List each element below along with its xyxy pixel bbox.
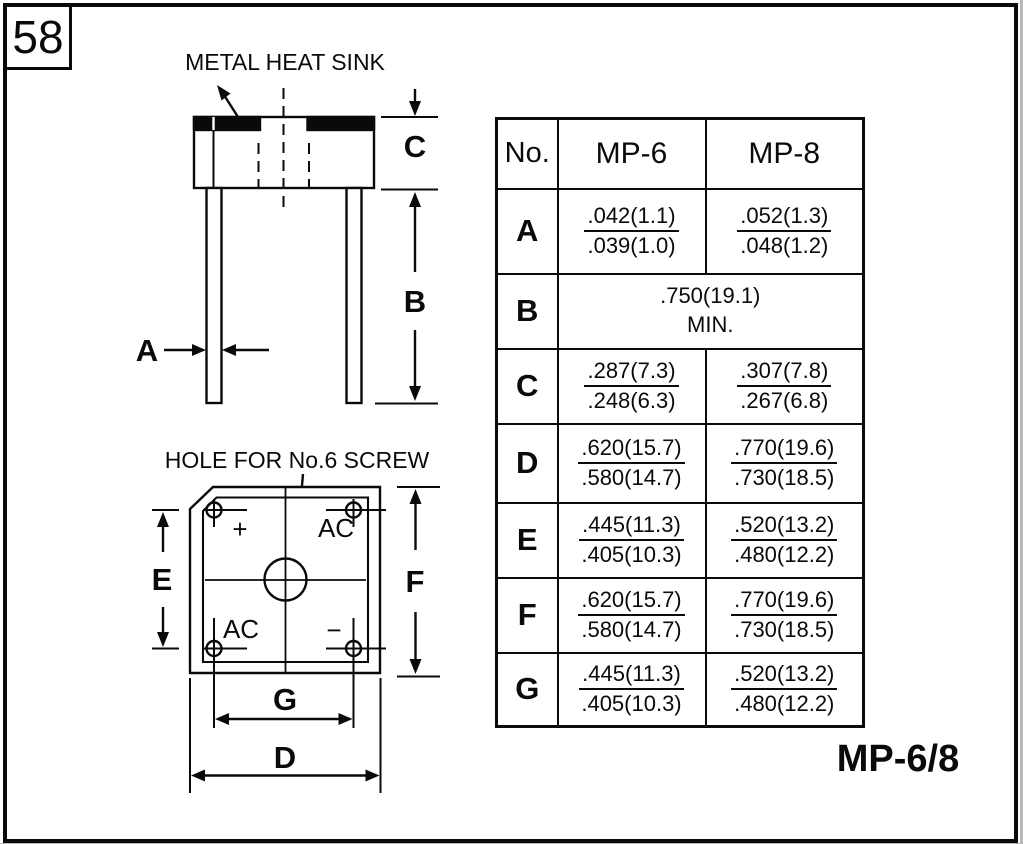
dim-a: A <box>136 333 269 368</box>
table-row: A .042(1.1).039(1.0) .052(1.3).048(1.2) <box>495 187 865 275</box>
dimension-table: No. MP-6 MP-8 A .042(1.1).039(1.0) .052(… <box>495 117 865 728</box>
table-row: E .445(11.3).405(10.3) .520(13.2).480(12… <box>495 501 865 579</box>
pin-bottom-right <box>326 618 386 728</box>
pin-label-ac-bottom: AC <box>223 614 259 644</box>
bottom-view-geometry: HOLE FOR No.6 SCREW <box>152 447 440 793</box>
dim-g: G <box>215 682 353 725</box>
dim-value: .750(19.1) MIN. <box>556 272 865 350</box>
dim-value: .445(11.3).405(10.3) <box>579 661 684 717</box>
package-name: MP-6/8 <box>836 738 960 780</box>
row-label: D <box>495 422 559 504</box>
lead-right <box>345 186 363 405</box>
dim-d-label: D <box>274 740 296 775</box>
dim-b-label: B <box>404 284 426 319</box>
side-view-geometry: METAL HEAT SINK A <box>136 49 438 405</box>
dim-value: .620(15.7).580(14.7) <box>578 587 685 643</box>
dim-a-label: A <box>136 333 158 368</box>
dim-value: .520(13.2).480(12.2) <box>731 661 838 717</box>
dim-g-label: G <box>273 682 297 717</box>
side-view-drawing: METAL HEAT SINK A <box>136 49 438 405</box>
row-label: G <box>495 651 559 728</box>
row-label: A <box>495 187 559 275</box>
dim-value: .287(7.3).248(6.3) <box>584 358 679 414</box>
dim-value: .520(13.2).480(12.2) <box>731 512 838 568</box>
row-label: C <box>495 347 559 425</box>
dim-f: F <box>397 486 440 678</box>
dim-value: .770(19.6).730(18.5) <box>731 587 838 643</box>
pin-label-plus: + <box>232 514 247 544</box>
table-row: B .750(19.1) MIN. <box>495 272 865 350</box>
page-number-box: 58 <box>7 7 72 70</box>
dim-b: B <box>375 188 438 405</box>
heat-sink-strip-left <box>192 115 262 132</box>
lead-left <box>205 186 223 405</box>
row-label: E <box>495 501 559 579</box>
row-label: F <box>495 576 559 654</box>
col-header-no: No. <box>495 117 559 190</box>
col-header-mp6: MP-6 <box>556 117 707 190</box>
dim-e: E <box>152 509 179 650</box>
center-lines <box>257 88 310 207</box>
page-number: 58 <box>12 11 64 63</box>
dim-value: .445(11.3).405(10.3) <box>579 512 684 568</box>
pin-label-ac-top: AC <box>318 513 354 543</box>
dim-f-label: F <box>406 564 425 599</box>
dim-value: .042(1.1).039(1.0) <box>584 203 679 259</box>
dim-value: .307(7.8).267(6.8) <box>737 358 832 414</box>
heat-sink-strip-right <box>306 115 376 132</box>
screw-hole <box>263 557 308 602</box>
dim-value: .620(15.7).580(14.7) <box>578 435 685 491</box>
pin-label-minus: − <box>326 615 341 645</box>
table-row: C .287(7.3).248(6.3) .307(7.8).267(6.8) <box>495 347 865 425</box>
pin-bottom-left <box>203 618 247 728</box>
dim-value: .052(1.3).048(1.2) <box>737 203 832 259</box>
pin-top-left <box>203 499 247 527</box>
dim-c-label: C <box>404 129 426 164</box>
heat-sink-leader-arrow <box>217 85 240 118</box>
row-label: B <box>495 272 559 350</box>
table-row: F .620(15.7).580(14.7) .770(19.6).730(18… <box>495 576 865 654</box>
heat-sink-caption: METAL HEAT SINK <box>185 49 385 75</box>
pin-top-right <box>326 499 386 527</box>
dim-c: C <box>381 89 438 164</box>
dim-e-label: E <box>152 562 173 597</box>
table-header-row: No. MP-6 MP-8 <box>495 117 865 190</box>
dim-d: D <box>189 678 382 793</box>
table-row: G .445(11.3).405(10.3) .520(13.2).480(12… <box>495 651 865 728</box>
page-border <box>3 3 1018 843</box>
col-header-mp8: MP-8 <box>704 117 865 190</box>
screw-hole-caption: HOLE FOR No.6 SCREW <box>165 447 430 473</box>
dim-value: .770(19.6).730(18.5) <box>731 435 838 491</box>
table-row: D .620(15.7).580(14.7) .770(19.6).730(18… <box>495 422 865 504</box>
bottom-view-drawing: HOLE FOR No.6 SCREW <box>152 447 440 793</box>
